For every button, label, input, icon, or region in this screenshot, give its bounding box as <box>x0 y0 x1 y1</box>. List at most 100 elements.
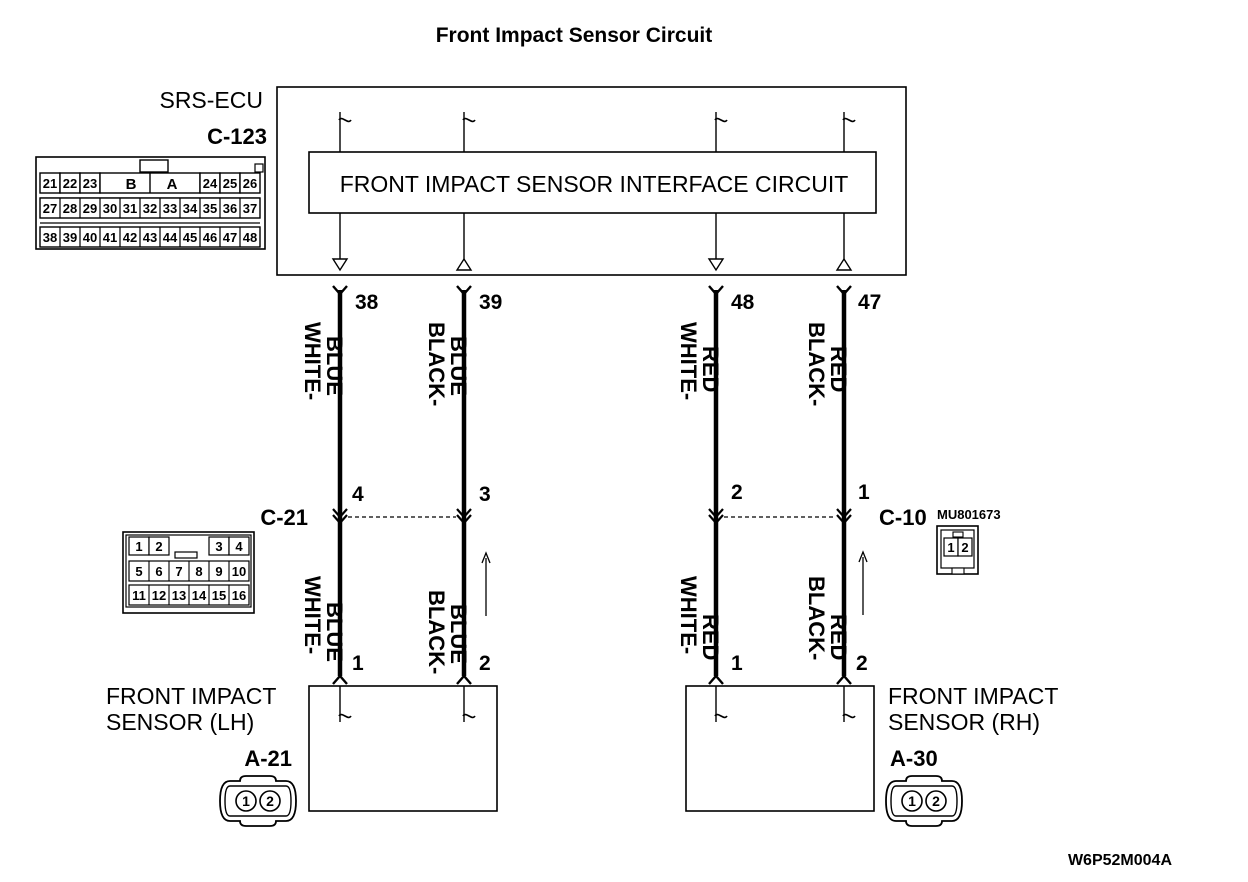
c21-pin: 9 <box>215 564 222 579</box>
c123-pin: 46 <box>203 230 217 245</box>
a30-connector-face: 1 2 <box>885 775 963 827</box>
wire-color-line1: BLACK- <box>804 576 829 660</box>
c21-pin: 1 <box>135 539 142 554</box>
c21-pin: 14 <box>192 588 207 603</box>
diagram-title: Front Impact Sensor Circuit <box>436 24 713 47</box>
wire-color-line2: RED <box>698 614 723 660</box>
current-flow-arrow-icon <box>481 551 491 616</box>
wire-color-line2: RED <box>698 346 723 392</box>
c123-pin: 44 <box>163 230 178 245</box>
c21-pin: 7 <box>175 564 182 579</box>
wire-color-line2: BLUE <box>322 336 347 396</box>
wire-sensor-pin: 1 <box>731 652 743 675</box>
c123-pin: 42 <box>123 230 137 245</box>
c123-pin: 33 <box>163 201 177 216</box>
wire-color-line1: BLACK- <box>424 322 449 406</box>
c10-pin: 1 <box>947 540 954 555</box>
c123-pin: 35 <box>203 201 217 216</box>
c123-pin: 22 <box>63 176 77 191</box>
a21-pin: 2 <box>266 793 274 809</box>
wire-color-line1: BLACK- <box>424 590 449 674</box>
a21-pin: 1 <box>242 793 250 809</box>
c10-pin: 2 <box>961 540 968 555</box>
c21-pin: 5 <box>135 564 142 579</box>
wire-sensor-pin: 1 <box>352 652 364 675</box>
ecu-name: SRS-ECU <box>159 87 263 113</box>
c123-connector-face: 21 22 23 B A 24 25 26 27 28 29 30 31 32 … <box>35 156 266 250</box>
harness-wires <box>337 290 847 676</box>
c123-pin: 30 <box>103 201 117 216</box>
sensor-lh-connector-label: A-21 <box>244 746 292 771</box>
c123-pin: 38 <box>43 230 57 245</box>
c21-pin: 4 <box>235 539 243 554</box>
c123-pin: 36 <box>223 201 237 216</box>
a30-pin: 2 <box>932 793 940 809</box>
wire-color-line2: BLUE <box>446 604 471 664</box>
c21-pin: 8 <box>195 564 202 579</box>
c21-pin: 6 <box>155 564 162 579</box>
wire-color-line1: BLACK- <box>804 322 829 406</box>
c123-pin: 29 <box>83 201 97 216</box>
wire-color-labels-top: WHITE- BLUE BLACK- BLUE WHITE- RED BLACK… <box>300 322 851 406</box>
interface-circuit-label: FRONT IMPACT SENSOR INTERFACE CIRCUIT <box>340 171 849 197</box>
c10-connector-face: MU801673 1 2 <box>936 507 1001 575</box>
wire-color-line2: BLUE <box>322 602 347 662</box>
c21-pin: 11 <box>132 588 146 603</box>
wire-color-line1: WHITE- <box>676 576 701 654</box>
c123-pin: 32 <box>143 201 157 216</box>
c123-pin: 26 <box>243 176 257 191</box>
c21-label: C-21 <box>260 505 308 530</box>
wire-ecu-pin: 47 <box>858 291 881 314</box>
c123-pin: 40 <box>83 230 97 245</box>
c123-pin: 21 <box>43 176 57 191</box>
c10-label: C-10 <box>879 505 927 530</box>
c123-pin: 23 <box>83 176 97 191</box>
c123-pin: 24 <box>203 176 218 191</box>
a30-pin: 1 <box>908 793 916 809</box>
c123-pin: A <box>167 176 178 193</box>
c123-pin: 27 <box>43 201 57 216</box>
c123-pin: 43 <box>143 230 157 245</box>
wire-ecu-pin: 39 <box>479 291 502 314</box>
sensor-rh-box <box>685 685 875 812</box>
c123-pin: 25 <box>223 176 237 191</box>
c21-pin: 15 <box>212 588 226 603</box>
wire-color-line1: WHITE- <box>676 322 701 400</box>
a21-connector-face: 1 2 <box>219 775 297 827</box>
wire-mid-pin: 4 <box>352 483 364 506</box>
c123-pin: 48 <box>243 230 257 245</box>
figure-code: W6P52M004A <box>1068 852 1172 869</box>
sensor-rh-name-line1: FRONT IMPACT <box>888 683 1058 709</box>
sensor-rh-name-line2: SENSOR (RH) <box>888 709 1040 735</box>
wire-mid-pin: 1 <box>858 481 870 504</box>
c123-pin: 34 <box>183 201 198 216</box>
c123-pin: 28 <box>63 201 77 216</box>
arrow-down-icon <box>707 258 725 272</box>
c21-pin: 13 <box>172 588 186 603</box>
c21-pin: 2 <box>155 539 162 554</box>
c123-pin: 37 <box>243 201 257 216</box>
c21-pin: 10 <box>232 564 246 579</box>
c21-pin: 3 <box>215 539 222 554</box>
c21-pin: 12 <box>152 588 166 603</box>
c123-pin: 47 <box>223 230 237 245</box>
c123-pin: 41 <box>103 230 117 245</box>
wire-color-labels-bottom: WHITE- BLUE BLACK- BLUE WHITE- RED BLACK… <box>300 576 851 674</box>
wire-sensor-pin: 2 <box>479 652 491 675</box>
wire-color-line2: BLUE <box>446 336 471 396</box>
wire-color-line1: WHITE- <box>300 576 325 654</box>
wire-mid-pin: 2 <box>731 481 743 504</box>
sensor-lh-name-line1: FRONT IMPACT <box>106 683 276 709</box>
c21-connector-face: 1 2 3 4 5 6 7 8 9 10 11 12 13 14 15 16 <box>122 531 255 614</box>
sensor-lh-box <box>308 685 498 812</box>
ecu-connector-label: C-123 <box>207 124 267 149</box>
arrow-up-icon <box>455 257 473 271</box>
sensor-rh-connector-label: A-30 <box>890 746 938 771</box>
c123-pin: 45 <box>183 230 197 245</box>
c123-pin: 39 <box>63 230 77 245</box>
ecu-box <box>276 86 907 276</box>
wire-sensor-pin: 2 <box>856 652 868 675</box>
arrow-up-icon <box>835 257 853 271</box>
